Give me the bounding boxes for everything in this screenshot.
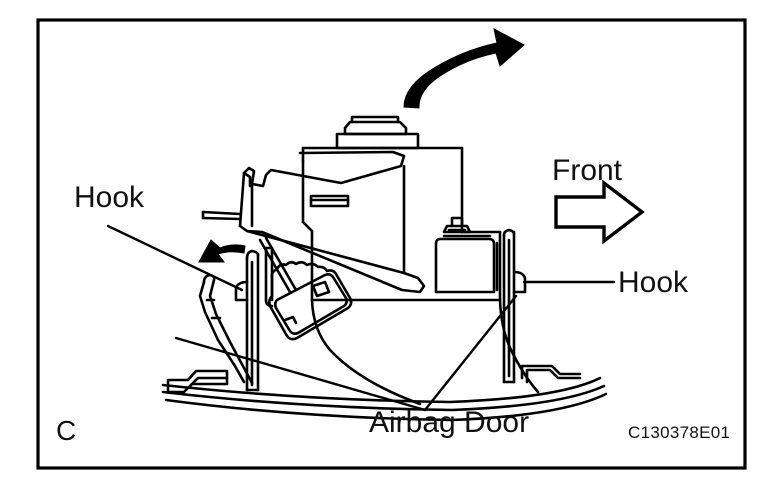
label-airbag-door: Airbag Door <box>369 406 530 439</box>
label-hook-right: Hook <box>618 266 689 299</box>
leader-line-hook-left <box>106 224 244 292</box>
curved-arrow-up-right-icon <box>403 28 525 109</box>
leader-line-airbag-door-upper <box>174 336 427 412</box>
arrow-right-outline-icon <box>554 179 645 245</box>
assembly-linework <box>161 115 608 422</box>
section-marker: C <box>56 415 77 446</box>
label-front: Front <box>552 154 623 187</box>
label-hook-left: Hook <box>74 181 145 214</box>
leader-lines <box>106 224 616 412</box>
drawing-code: C130378E01 <box>628 423 731 442</box>
arrow-left-small-icon <box>198 239 246 263</box>
leader-line-airbag-door-lower <box>423 294 518 412</box>
